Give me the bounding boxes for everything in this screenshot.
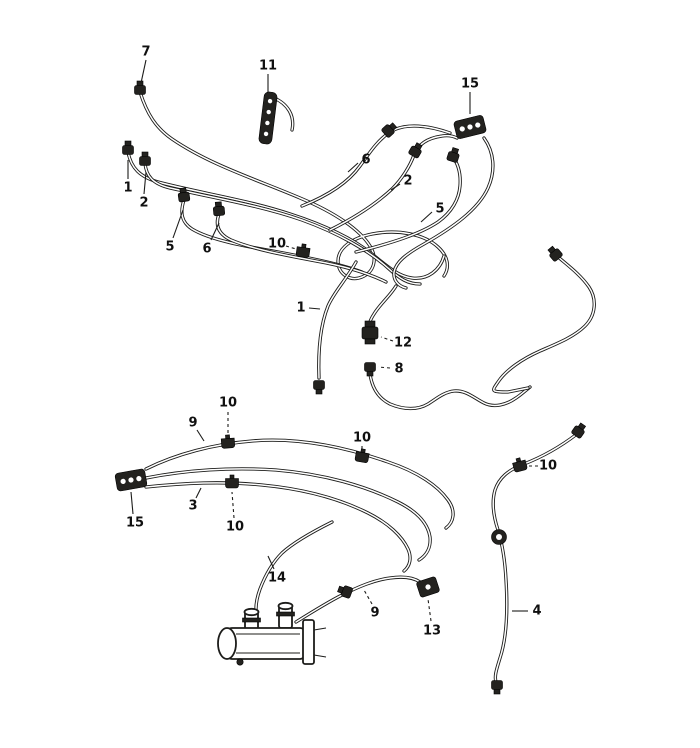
fitting-4-end (491, 680, 503, 695)
clip-10-mid-left (220, 434, 236, 449)
fitting-8 (364, 362, 376, 377)
union-connector-15-mid (114, 468, 148, 492)
tube-9-lower (294, 575, 422, 624)
valve-12 (361, 320, 379, 345)
callout-10: 10 (539, 459, 557, 474)
callout-11: 11 (259, 59, 277, 74)
callout-leader-9 (196, 429, 205, 442)
callout-leader-7 (140, 59, 147, 84)
callout-6: 6 (361, 153, 370, 168)
callout-leader-14 (267, 555, 275, 570)
tube-4-rear (491, 432, 579, 684)
callout-7: 7 (141, 45, 150, 60)
callout-leader-8 (377, 366, 391, 369)
tube-6-upper (300, 124, 452, 208)
callout-leader-2 (390, 183, 401, 191)
callout-12: 12 (394, 336, 412, 351)
callout-leader-12 (380, 336, 394, 342)
callout-leader-6 (210, 222, 220, 241)
callout-10: 10 (226, 520, 244, 535)
callout-1: 1 (123, 181, 132, 196)
callout-14: 14 (268, 571, 286, 586)
callout-leader-15 (130, 491, 134, 515)
bracket-strap (272, 96, 295, 132)
master-cylinder (217, 601, 327, 666)
callout-13: 13 (423, 624, 441, 639)
fitting-2 (139, 151, 151, 166)
grommet-on-tube-4 (491, 529, 507, 545)
callout-15: 15 (461, 77, 479, 92)
callout-15: 15 (126, 516, 144, 531)
callout-5: 5 (435, 202, 444, 217)
callout-5: 5 (165, 240, 174, 255)
connector-13 (416, 576, 440, 598)
callout-leader-2 (143, 171, 147, 195)
callout-10: 10 (353, 431, 371, 446)
clip-10-mid-right (354, 447, 371, 464)
fitting-1-end (313, 380, 325, 395)
clip-10-top (295, 242, 311, 259)
callout-leader-1 (308, 307, 321, 310)
callout-1: 1 (296, 301, 305, 316)
fitting-7 (134, 80, 146, 95)
callout-6: 6 (202, 242, 211, 257)
callout-leader-13 (427, 598, 432, 622)
callout-leader-10 (285, 245, 297, 250)
fitting-6-left (212, 201, 226, 217)
callout-10: 10 (268, 237, 286, 252)
clip-10-mid-lower (225, 474, 239, 489)
callout-leader-5 (420, 211, 433, 223)
callout-2: 2 (139, 196, 148, 211)
callout-leader-3 (195, 487, 202, 499)
tube-rear-right-diagonal (492, 254, 596, 394)
callout-9: 9 (188, 416, 197, 431)
tube-run-front-bundle (126, 90, 450, 286)
callout-leader-5 (172, 209, 184, 239)
callout-9: 9 (370, 606, 379, 621)
callout-10: 10 (219, 396, 237, 411)
callout-leader-6 (347, 162, 359, 173)
fitting-1 (122, 140, 134, 155)
callout-leader-9 (363, 589, 373, 605)
callout-2: 2 (403, 174, 412, 189)
callout-4: 4 (532, 604, 541, 619)
mounting-bracket-11 (258, 91, 278, 145)
fitting-5-right (446, 146, 462, 164)
callout-leader-10 (231, 491, 235, 519)
union-connector-15-top (452, 114, 488, 140)
callout-3: 3 (188, 499, 197, 514)
callout-8: 8 (394, 362, 403, 377)
